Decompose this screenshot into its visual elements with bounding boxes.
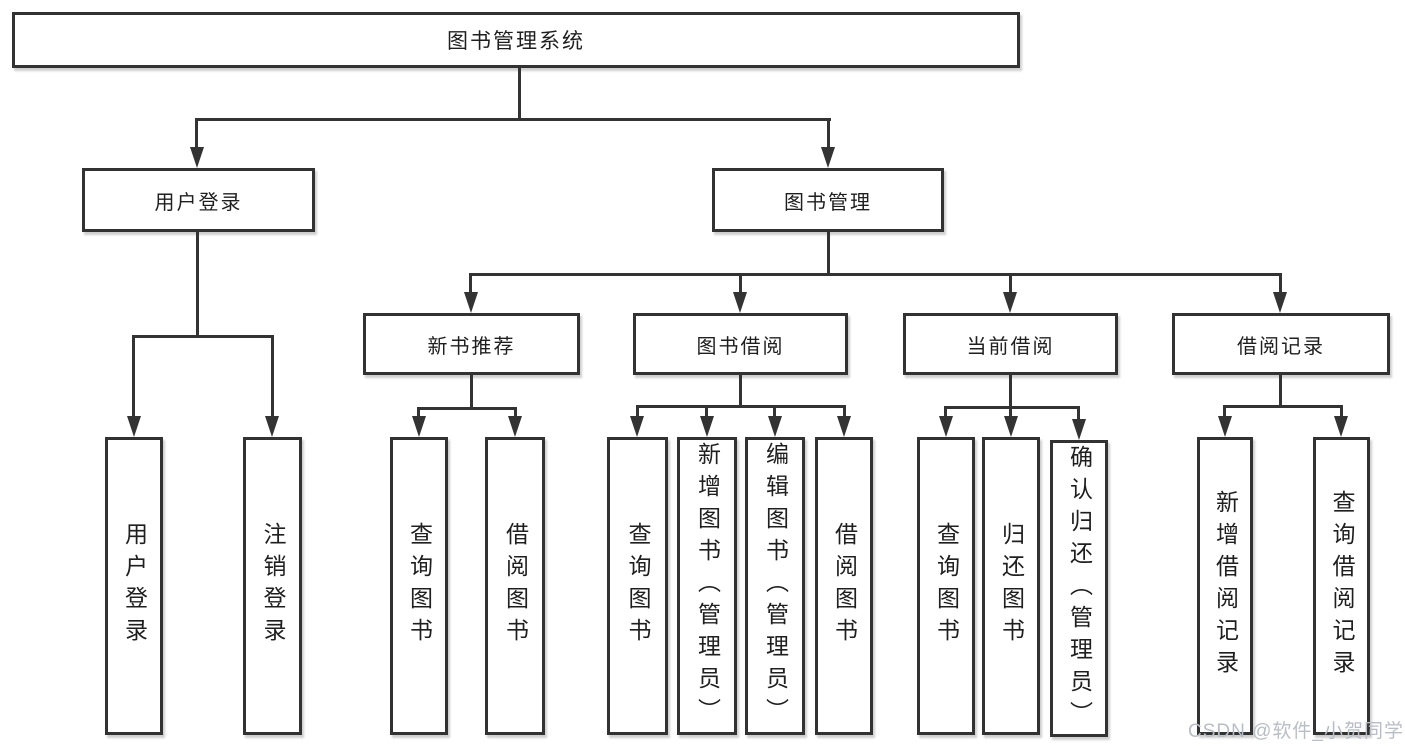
leaf-user-login: 用户登录 xyxy=(105,437,163,735)
node-root-system: 图书管理系统 xyxy=(12,12,1020,68)
leaf-borrow-books-recommend: 借阅图书 xyxy=(485,437,545,735)
leaf-confirm-return-admin: 确认归还（管理员） xyxy=(1050,440,1108,737)
csdn-watermark: CSDN @软件_小贺同学 xyxy=(1188,721,1404,742)
leaf-borrow-books: 借阅图书 xyxy=(815,437,873,735)
leaf-add-borrow-record: 新增借阅记录 xyxy=(1197,437,1253,735)
connector-leaf-stem-7 xyxy=(773,405,776,419)
connector-leaf-stem-13 xyxy=(1340,405,1343,419)
node-book-management-label: 图书管理 xyxy=(784,191,872,214)
arrow-to-current-borrow xyxy=(1003,292,1017,313)
connector-currentborrow-bus xyxy=(944,406,1080,409)
leaf-return-books: 归还图书 xyxy=(982,437,1040,735)
arrow-leaf-2 xyxy=(265,416,279,437)
node-book-management: 图书管理 xyxy=(712,168,944,232)
arrow-to-book-mgmt xyxy=(821,147,835,168)
arrow-leaf-10 xyxy=(1004,416,1018,437)
connector-records-bus xyxy=(1223,405,1343,408)
arrow-leaf-1 xyxy=(127,416,141,437)
connector-bookborrow-stem xyxy=(739,375,742,408)
connector-records-stem xyxy=(1279,375,1282,408)
node-borrowing-records-label: 借阅记录 xyxy=(1237,335,1325,358)
connector-leaf-stem-9 xyxy=(944,406,947,419)
arrow-leaf-4 xyxy=(508,416,522,437)
connector-root-stem xyxy=(518,68,521,120)
arrow-leaf-6 xyxy=(700,416,714,437)
arrow-leaf-9 xyxy=(939,416,953,437)
leaf-query-books-recommend-label: 查询图书 xyxy=(406,522,433,650)
leaf-return-books-label: 归还图书 xyxy=(998,522,1025,650)
leaf-borrow-books-label: 借阅图书 xyxy=(831,522,858,650)
connector-newbook-stem xyxy=(470,375,473,410)
leaf-borrow-books-recommend-label: 借阅图书 xyxy=(502,522,529,650)
leaf-add-book-admin-label: 新增图书（管理员） xyxy=(694,442,721,730)
arrow-to-borrow-records xyxy=(1273,292,1287,313)
leaf-logout: 注销登录 xyxy=(243,437,302,735)
connector-leaf-stem-1 xyxy=(132,335,135,419)
node-current-borrowing-label: 当前借阅 xyxy=(966,335,1055,358)
arrow-to-new-books xyxy=(464,292,478,313)
connector-currentborrow-stem xyxy=(1009,375,1012,409)
node-borrowing-records: 借阅记录 xyxy=(1172,313,1390,375)
node-new-book-recommend-label: 新书推荐 xyxy=(427,335,516,358)
connector-stem-book-mgmt xyxy=(827,118,830,150)
leaf-query-books-borrowing: 查询图书 xyxy=(607,437,668,735)
connector-leaf-stem-10 xyxy=(1009,406,1012,419)
leaf-query-borrow-record: 查询借阅记录 xyxy=(1313,437,1370,735)
arrow-leaf-8 xyxy=(837,416,851,437)
connector-leaf-stem-5 xyxy=(636,405,639,419)
connector-leaf-stem-8 xyxy=(843,405,846,419)
node-current-borrowing: 当前借阅 xyxy=(903,313,1118,375)
arrow-leaf-12 xyxy=(1218,416,1232,437)
connector-level3-bus xyxy=(469,273,1282,276)
connector-leaf-stem-3 xyxy=(417,407,420,419)
node-book-borrowing: 图书借阅 xyxy=(633,313,848,375)
node-new-book-recommend: 新书推荐 xyxy=(363,313,580,375)
leaf-add-borrow-record-label: 新增借阅记录 xyxy=(1212,490,1239,682)
arrow-to-book-borrow xyxy=(733,292,747,313)
leaf-confirm-return-admin-label: 确认归还（管理员） xyxy=(1066,444,1093,733)
connector-stem-l3-4 xyxy=(1279,273,1282,295)
leaf-logout-label: 注销登录 xyxy=(260,522,286,650)
connector-userlogin-bus xyxy=(132,335,274,338)
connector-level2-bus xyxy=(195,118,831,121)
leaf-query-books-borrowing-label: 查询图书 xyxy=(625,522,651,650)
leaf-query-books-current: 查询图书 xyxy=(917,437,975,735)
leaf-user-login-label: 用户登录 xyxy=(121,522,148,650)
connector-stem-l3-3 xyxy=(1009,273,1012,295)
connector-stem-l3-2 xyxy=(739,273,742,295)
connector-leaf-stem-11 xyxy=(1077,406,1080,419)
arrow-leaf-13 xyxy=(1334,416,1348,437)
leaf-edit-book-admin-label: 编辑图书（管理员） xyxy=(762,442,789,730)
node-root-label: 图书管理系统 xyxy=(447,30,585,53)
connector-userlogin-stem xyxy=(196,232,199,338)
node-book-borrowing-label: 图书借阅 xyxy=(696,335,785,358)
leaf-query-books-recommend: 查询图书 xyxy=(390,437,448,735)
connector-leaf-stem-12 xyxy=(1223,405,1226,419)
node-user-login: 用户登录 xyxy=(82,168,315,232)
leaf-query-borrow-record-label: 查询借阅记录 xyxy=(1329,490,1355,682)
connector-bookborrow-bus xyxy=(636,405,846,408)
arrow-to-user-login xyxy=(190,147,204,168)
leaf-query-books-current-label: 查询图书 xyxy=(933,522,960,650)
arrow-leaf-7 xyxy=(768,416,782,437)
connector-leaf-stem-2 xyxy=(271,335,274,419)
connector-bookmgmt-stem xyxy=(827,232,830,276)
connector-leaf-stem-4 xyxy=(514,407,517,419)
connector-stem-l3-1 xyxy=(469,273,472,295)
connector-leaf-stem-6 xyxy=(705,405,708,419)
node-user-login-label: 用户登录 xyxy=(154,191,243,214)
arrow-leaf-3 xyxy=(412,416,426,437)
arrow-leaf-5 xyxy=(630,416,644,437)
leaf-edit-book-admin: 编辑图书（管理员） xyxy=(745,437,805,735)
connector-stem-user-login xyxy=(195,118,198,150)
leaf-add-book-admin: 新增图书（管理员） xyxy=(677,437,737,735)
connector-newbook-bus xyxy=(417,407,517,410)
arrow-leaf-11 xyxy=(1072,419,1086,440)
